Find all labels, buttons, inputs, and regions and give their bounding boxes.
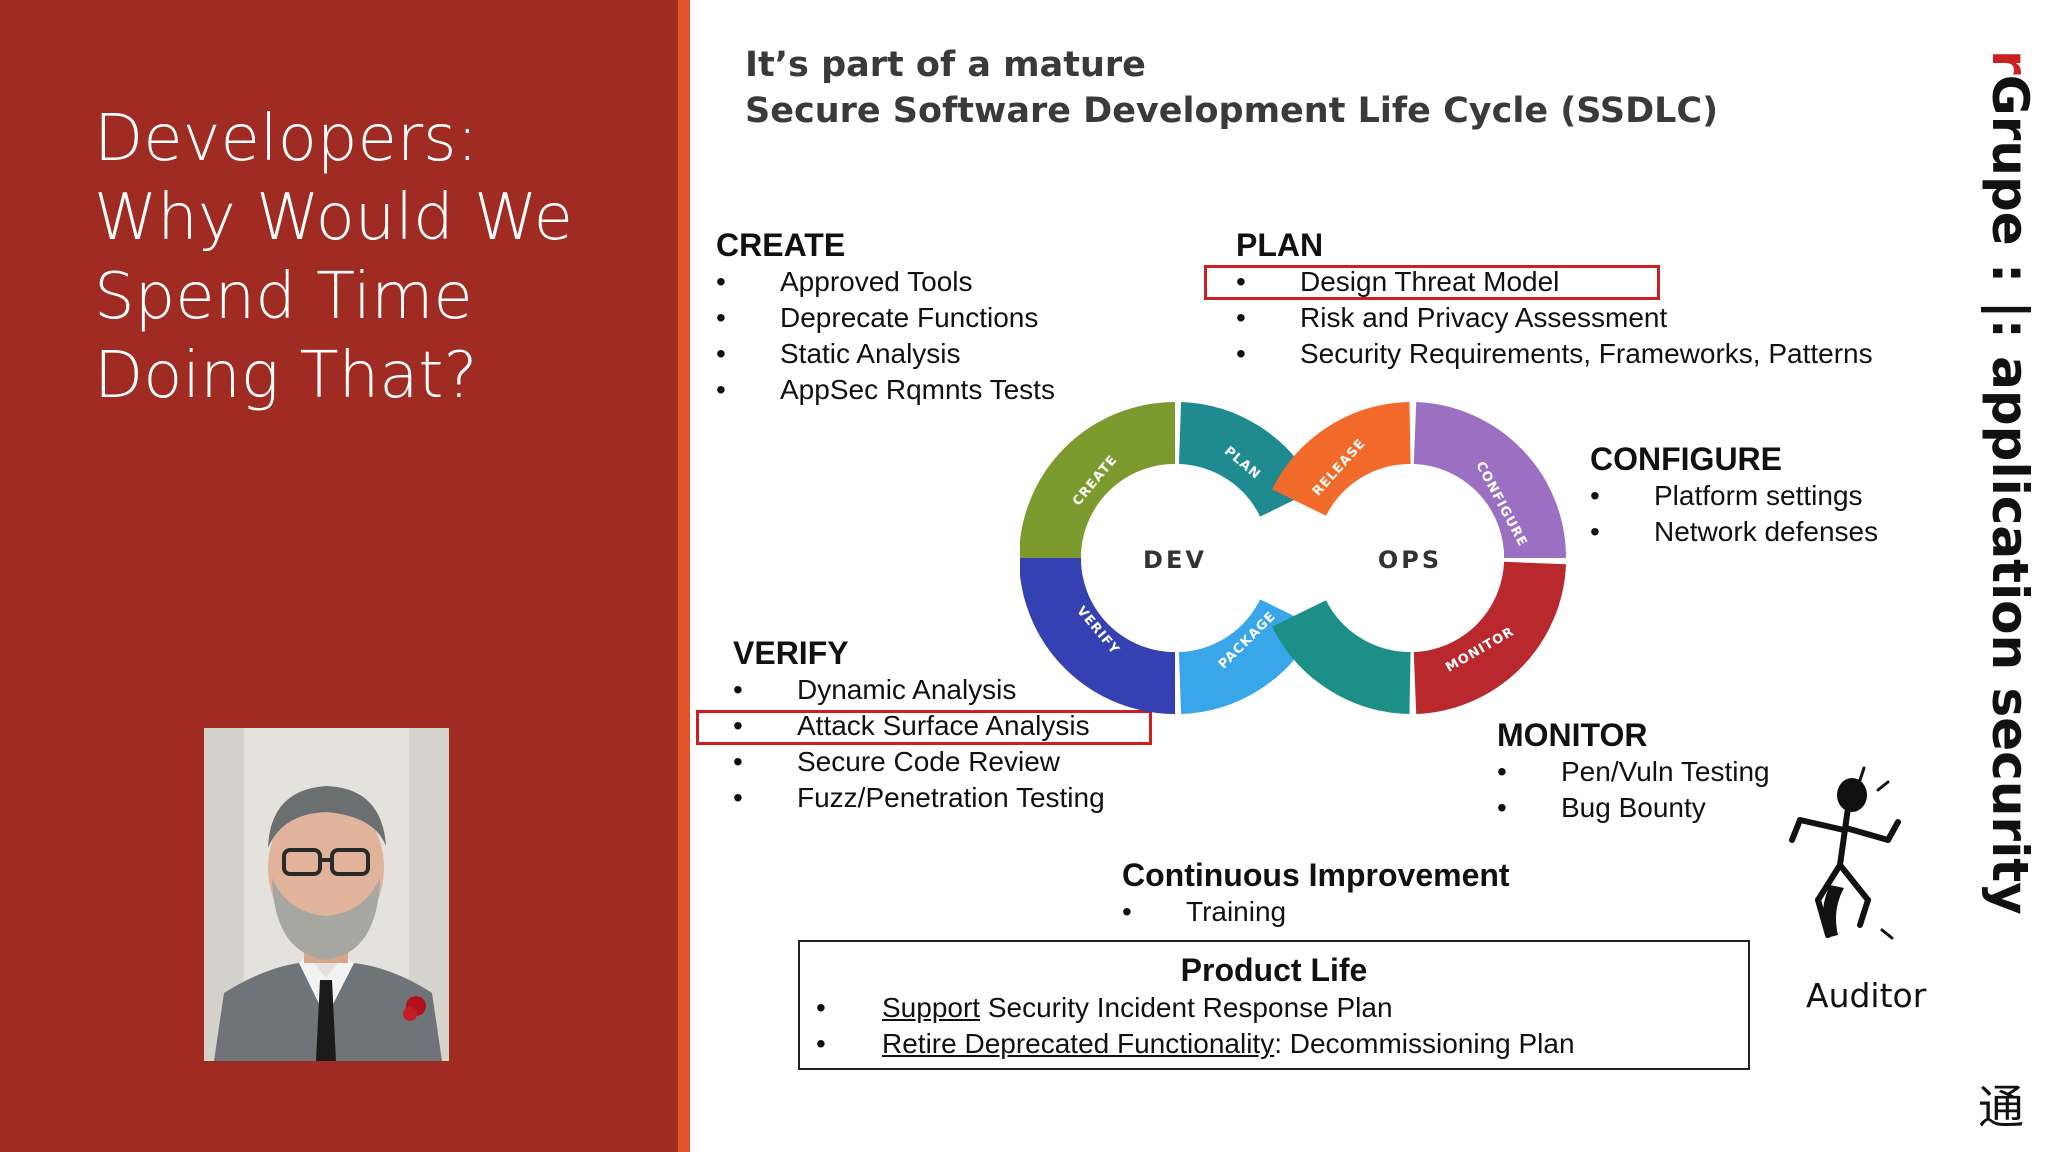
- product-life-item-text: : Decommissioning Plan: [1274, 1028, 1575, 1059]
- retire-link-text: Retire Deprecated Functionality: [882, 1028, 1275, 1059]
- product-life-title: Product Life: [1180, 952, 1368, 988]
- create-item: Approved Tools: [716, 264, 1055, 300]
- plan-section: PLAN Design Threat Model Risk and Privac…: [1236, 226, 1873, 372]
- configure-item: Network defenses: [1590, 514, 1878, 550]
- verify-item: Fuzz/Penetration Testing: [733, 780, 1105, 816]
- auditor-label: Auditor: [1806, 976, 1927, 1015]
- ops-label: OPS: [1378, 546, 1442, 574]
- plan-item: Security Requirements, Frameworks, Patte…: [1236, 336, 1873, 372]
- create-section: CREATE Approved Tools Deprecate Function…: [716, 226, 1055, 408]
- slide-title-line: Spend Time: [94, 260, 473, 334]
- cycle-segment-bridge: [1272, 598, 1412, 714]
- product-life-item-text: Security Incident Response Plan: [980, 992, 1393, 1023]
- auditor-figure-icon: [1789, 766, 1901, 940]
- configure-item: Platform settings: [1590, 478, 1878, 514]
- plan-title: PLAN: [1236, 227, 1324, 263]
- slide-heading: It’s part of a mature Secure Software De…: [745, 42, 1718, 134]
- verify-title: VERIFY: [733, 635, 849, 671]
- ops-center: [1316, 464, 1504, 652]
- attack-surface-highlight-box: [696, 710, 1152, 745]
- monitor-item: Bug Bounty: [1497, 790, 1770, 826]
- create-item: Deprecate Functions: [716, 300, 1055, 336]
- verify-item: Secure Code Review: [733, 744, 1105, 780]
- heading-line-1: It’s part of a mature: [745, 45, 1146, 85]
- cycle-segment-configure: [1412, 402, 1567, 559]
- plan-item: Risk and Privacy Assessment: [1236, 300, 1873, 336]
- plan-item: Design Threat Model: [1236, 264, 1873, 300]
- threat-model-highlight-box: [1204, 265, 1660, 300]
- product-life-box: Product Life Support Security Incident R…: [798, 940, 1750, 1070]
- slide-title-line: Developers:: [94, 102, 479, 176]
- configure-title: CONFIGURE: [1590, 441, 1782, 477]
- monitor-item: Pen/Vuln Testing: [1497, 754, 1770, 790]
- slide-title-line: Why Would We: [94, 181, 573, 255]
- slide-title: Developers: Why Would We Spend Time Doin…: [94, 100, 654, 416]
- cycle-segment-monitor: [1412, 560, 1566, 714]
- monitor-section: MONITOR Pen/Vuln Testing Bug Bounty: [1497, 716, 1770, 826]
- dev-label: DEV: [1143, 546, 1207, 574]
- verify-item: Attack Surface Analysis: [733, 708, 1105, 744]
- heading-line-2: Secure Software Development Life Cycle (…: [745, 91, 1719, 131]
- continuous-improvement-item: Training: [1122, 894, 1510, 930]
- presenter-photo: [204, 728, 449, 1061]
- product-life-item: Support Security Incident Response Plan: [800, 990, 1748, 1026]
- support-link-text: Support: [882, 992, 981, 1023]
- create-item: AppSec Rqmnts Tests: [716, 372, 1055, 408]
- cycle-segment-verify: [1020, 557, 1176, 714]
- corner-logo-glyph: 通: [1978, 1080, 2024, 1134]
- continuous-improvement-title: Continuous Improvement: [1122, 857, 1510, 893]
- brand-r-letter: r: [1981, 50, 2039, 75]
- cycle-segment-create: [1020, 402, 1176, 559]
- auditor-head: [1837, 778, 1867, 812]
- monitor-title: MONITOR: [1497, 717, 1648, 753]
- cycle-segment-release: [1272, 402, 1412, 518]
- configure-section: CONFIGURE Platform settings Network defe…: [1590, 440, 1878, 550]
- brand-rest: Grupe : |: application security: [1981, 74, 2039, 915]
- verify-section: VERIFY Dynamic Analysis Attack Surface A…: [733, 634, 1105, 816]
- verify-item: Dynamic Analysis: [733, 672, 1105, 708]
- create-item: Static Analysis: [716, 336, 1055, 372]
- presenter-illustration: [204, 728, 449, 1061]
- create-title: CREATE: [716, 227, 846, 263]
- product-life-item: Retire Deprecated Functionality: Decommi…: [800, 1026, 1748, 1062]
- brand-vertical-text: rGrupe : |: application security: [1980, 50, 2040, 915]
- devops-infinity-cycle: DEV OPS CREATE PLAN RELEASE CONFIGURE MO…: [1020, 402, 1567, 714]
- left-panel-accent-stripe: [678, 0, 690, 1152]
- slide-title-line: Doing That?: [94, 339, 478, 413]
- continuous-improvement-section: Continuous Improvement Training: [1122, 856, 1510, 930]
- dev-center: [1081, 464, 1269, 652]
